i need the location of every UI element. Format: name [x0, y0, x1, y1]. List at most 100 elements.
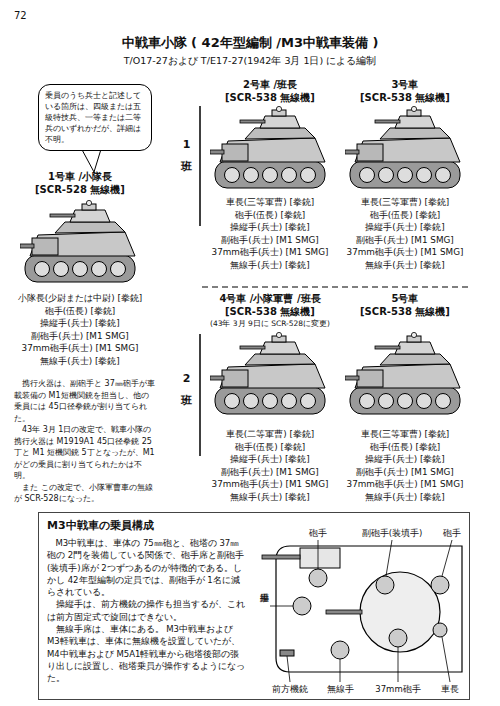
gun-75mm: [262, 555, 300, 559]
crew-line: 無線手(兵士) [拳銃]: [5, 355, 155, 368]
crew-line: 副砲手(兵士) [M1 SMG]: [202, 466, 338, 479]
vehicle-heading-group: 3号車[SCR-538 無線機]: [340, 78, 470, 104]
tank-illustration: [345, 106, 460, 188]
body-paragraph: 無線手席は、車体にある。 M3中戦車および M3軽戦車は、車体に無線機を設置して…: [47, 623, 247, 684]
leader-line: [318, 540, 319, 569]
vehicle-heading: 4号車 /小隊軍曹 /班長: [200, 292, 340, 305]
crew-position-label-group: 砲手: [293, 528, 343, 539]
crew-line: 操縦手(兵士) [拳銃]: [202, 453, 338, 466]
group-bracket: [199, 334, 201, 456]
note-text: また この改定で、小隊軍曹車の無線が SCR-528になった。: [14, 482, 156, 505]
leader-line: [386, 540, 392, 576]
crew-line: 操縦手(兵士) [拳銃]: [202, 221, 338, 234]
crew-line: 副砲手(兵士) [M1 SMG]: [202, 234, 338, 247]
crew-position-label-group: 副砲手(装填手): [352, 528, 432, 539]
crew-line: 副砲手(兵士) [M1 SMG]: [337, 466, 473, 479]
crew-position-label-group: 無線手: [318, 684, 362, 695]
section-body: M3中戦車は、車体の 75㎜砲と、砲塔の 37㎜砲の 2門を装備している関係で、…: [47, 537, 247, 685]
group-label-group: 1班: [180, 138, 193, 151]
vehicle-heading-group: 5号車[SCR-538 無線機]: [340, 292, 470, 318]
tank-illustration: [210, 106, 325, 188]
crew-seat: [431, 576, 449, 594]
crew-line-group: 車長(二等軍曹) [拳銃]砲手(伍長) [拳銃]操縦手(兵士) [拳銃]副砲手(…: [202, 428, 338, 503]
leader-line: [398, 647, 399, 682]
vehicle-note-group: (43年 3月 9日に SCR-528に変更): [200, 319, 340, 329]
hull-outline: [276, 546, 462, 672]
vehicle-heading: [SCR-538 無線機]: [200, 305, 340, 318]
body-paragraph: M3中戦車は、車体の 75㎜砲と、砲塔の 37㎜砲の 2門を装備している関係で、…: [47, 537, 247, 598]
crew-position-label: 砲手: [432, 528, 472, 539]
crew-position-label-group: 砲手: [432, 528, 472, 539]
crew-seat: [293, 597, 311, 615]
crew-line: 37mm砲手(兵士) [M1 SMG]: [5, 342, 155, 355]
vehicle-heading: 3号車: [340, 78, 470, 91]
vehicle-heading-group: 4号車 /小隊軍曹 /班長[SCR-538 無線機]: [200, 292, 340, 318]
crew-seat: [309, 569, 327, 587]
crew-position-label: 副砲手(装填手): [352, 528, 432, 539]
crew-seat: [389, 629, 407, 647]
turret-ring: [360, 572, 440, 652]
callout-bubble: 乗員のうち兵士と記述している箇所は、四級または五級特技兵、一等または二等兵のいず…: [38, 84, 152, 151]
leader-line: [287, 656, 290, 682]
leader-line: [340, 659, 341, 682]
crew-line: 無線手(兵士) [拳銃]: [202, 259, 338, 272]
leader-line: [270, 606, 293, 607]
crew-line: 車長(二等軍曹) [拳銃]: [202, 428, 338, 441]
vehicle-heading: [SCR-538 無線機]: [205, 91, 335, 104]
note-text: 携行火器は、副砲手と 37㎜砲手が車載装備の M1短機関銃を担当し、他の乗員には…: [14, 378, 156, 424]
crew-position-label-group: 前方機銃: [262, 684, 318, 695]
crew-line: 37mm砲手(兵士) [M1 SMG]: [202, 246, 338, 259]
crew-line: 砲手(伍長) [拳銃]: [337, 441, 473, 454]
crew-position-label: 無線手: [318, 684, 362, 695]
body-paragraph: 操縦手は、前方機銃の操作も担当するが、これは前方固定式で旋回はできない。: [47, 598, 247, 623]
divider-line: [202, 286, 470, 287]
crew-position-label-group: 車長: [432, 684, 468, 695]
crew-line: 車長(三等軍曹) [拳銃]: [337, 196, 473, 209]
tank-illustration: [210, 332, 325, 414]
vehicle-heading: 5号車: [340, 292, 470, 305]
crew-line-group: 車長(三等軍曹) [拳銃]砲手(伍長) [拳銃]操縦手(兵士) [拳銃]副砲手(…: [337, 428, 473, 503]
crew-line: 37mm砲手(兵士) [M1 SMG]: [337, 246, 473, 259]
crew-position-label: 37mm砲手: [364, 684, 432, 695]
crew-line: 砲手(伍長) [拳銃]: [202, 209, 338, 222]
vehicle-heading: [SCR-538 無線機]: [340, 91, 470, 104]
crew-seat: [331, 641, 349, 659]
crew-seat: [376, 576, 394, 594]
crew-line: 無線手(兵士) [拳銃]: [202, 491, 338, 504]
crew-position-label-group: 37mm砲手: [364, 684, 432, 695]
group-bracket: [199, 106, 201, 226]
crew-line: 砲手(伍長) [拳銃]: [337, 209, 473, 222]
crew-line-group: 車長(三等軍曹) [拳銃]砲手(伍長) [拳銃]操縦手(兵士) [拳銃]副砲手(…: [202, 196, 338, 271]
crew-line-group: 小隊長(少尉または中尉) [拳銃]砲手(伍長) [拳銃]操縦手(兵士) [拳銃]…: [5, 292, 155, 367]
crew-line: 副砲手(兵士) [M1 SMG]: [5, 330, 155, 343]
crew-line: 操縦手(兵士) [拳銃]: [337, 453, 473, 466]
callout-text: 乗員のうち兵士と記述している箇所は、四級または五級特技兵、一等または二等兵のいず…: [45, 90, 145, 145]
note-text-group: 携行火器は、副砲手と 37㎜砲手が車載装備の M1短機関銃を担当し、他の乗員には…: [14, 378, 156, 505]
crew-line: 車長(三等軍曹) [拳銃]: [337, 428, 473, 441]
group-label-group: 2班: [180, 372, 193, 385]
section-heading: M3中戦車の乗員構成: [47, 518, 154, 533]
crew-seat: [433, 623, 447, 637]
vehicle-heading: [SCR-528 無線機]: [5, 183, 155, 196]
crew-line: 37mm砲手(兵士) [M1 SMG]: [202, 478, 338, 491]
crew-position-label: 前方機銃: [262, 684, 318, 695]
crew-line: 砲手(伍長) [拳銃]: [5, 305, 155, 318]
page-number-group: 72: [14, 10, 54, 22]
page-title: 中戦車小隊 ( 42年型編制 /M3中戦車装備 ): [0, 34, 500, 52]
note-text: 43年 3月 1日の改定で、戦車小隊の携行火器は M1919A1 45口径拳銃 …: [14, 424, 156, 482]
crew-line: 操縦手(兵士) [拳銃]: [5, 317, 155, 330]
crew-line: 車長(三等軍曹) [拳銃]: [202, 196, 338, 209]
vehicle-heading-group: 2号車 /班長[SCR-538 無線機]: [205, 78, 335, 104]
vehicle-note: (43年 3月 9日に SCR-528に変更): [200, 319, 340, 329]
crew-line: 小隊長(少尉または中尉) [拳銃]: [5, 292, 155, 305]
crew-line: 操縦手(兵士) [拳銃]: [337, 221, 473, 234]
crew-line: 37mm砲手(兵士) [M1 SMG]: [337, 478, 473, 491]
leader-line: [442, 637, 450, 682]
gun-37mm: [326, 610, 362, 614]
tank-illustration: [345, 332, 460, 414]
vehicle-heading: 1号車 /小隊長: [5, 170, 155, 183]
crew-line: 無線手(兵士) [拳銃]: [337, 491, 473, 504]
crew-line: 砲手(伍長) [拳銃]: [202, 441, 338, 454]
sponson-outline: [300, 548, 340, 568]
section-frame: M3中戦車の乗員構成 M3中戦車は、車体の 75㎜砲と、砲塔の 37㎜砲の 2門を…: [38, 512, 470, 700]
